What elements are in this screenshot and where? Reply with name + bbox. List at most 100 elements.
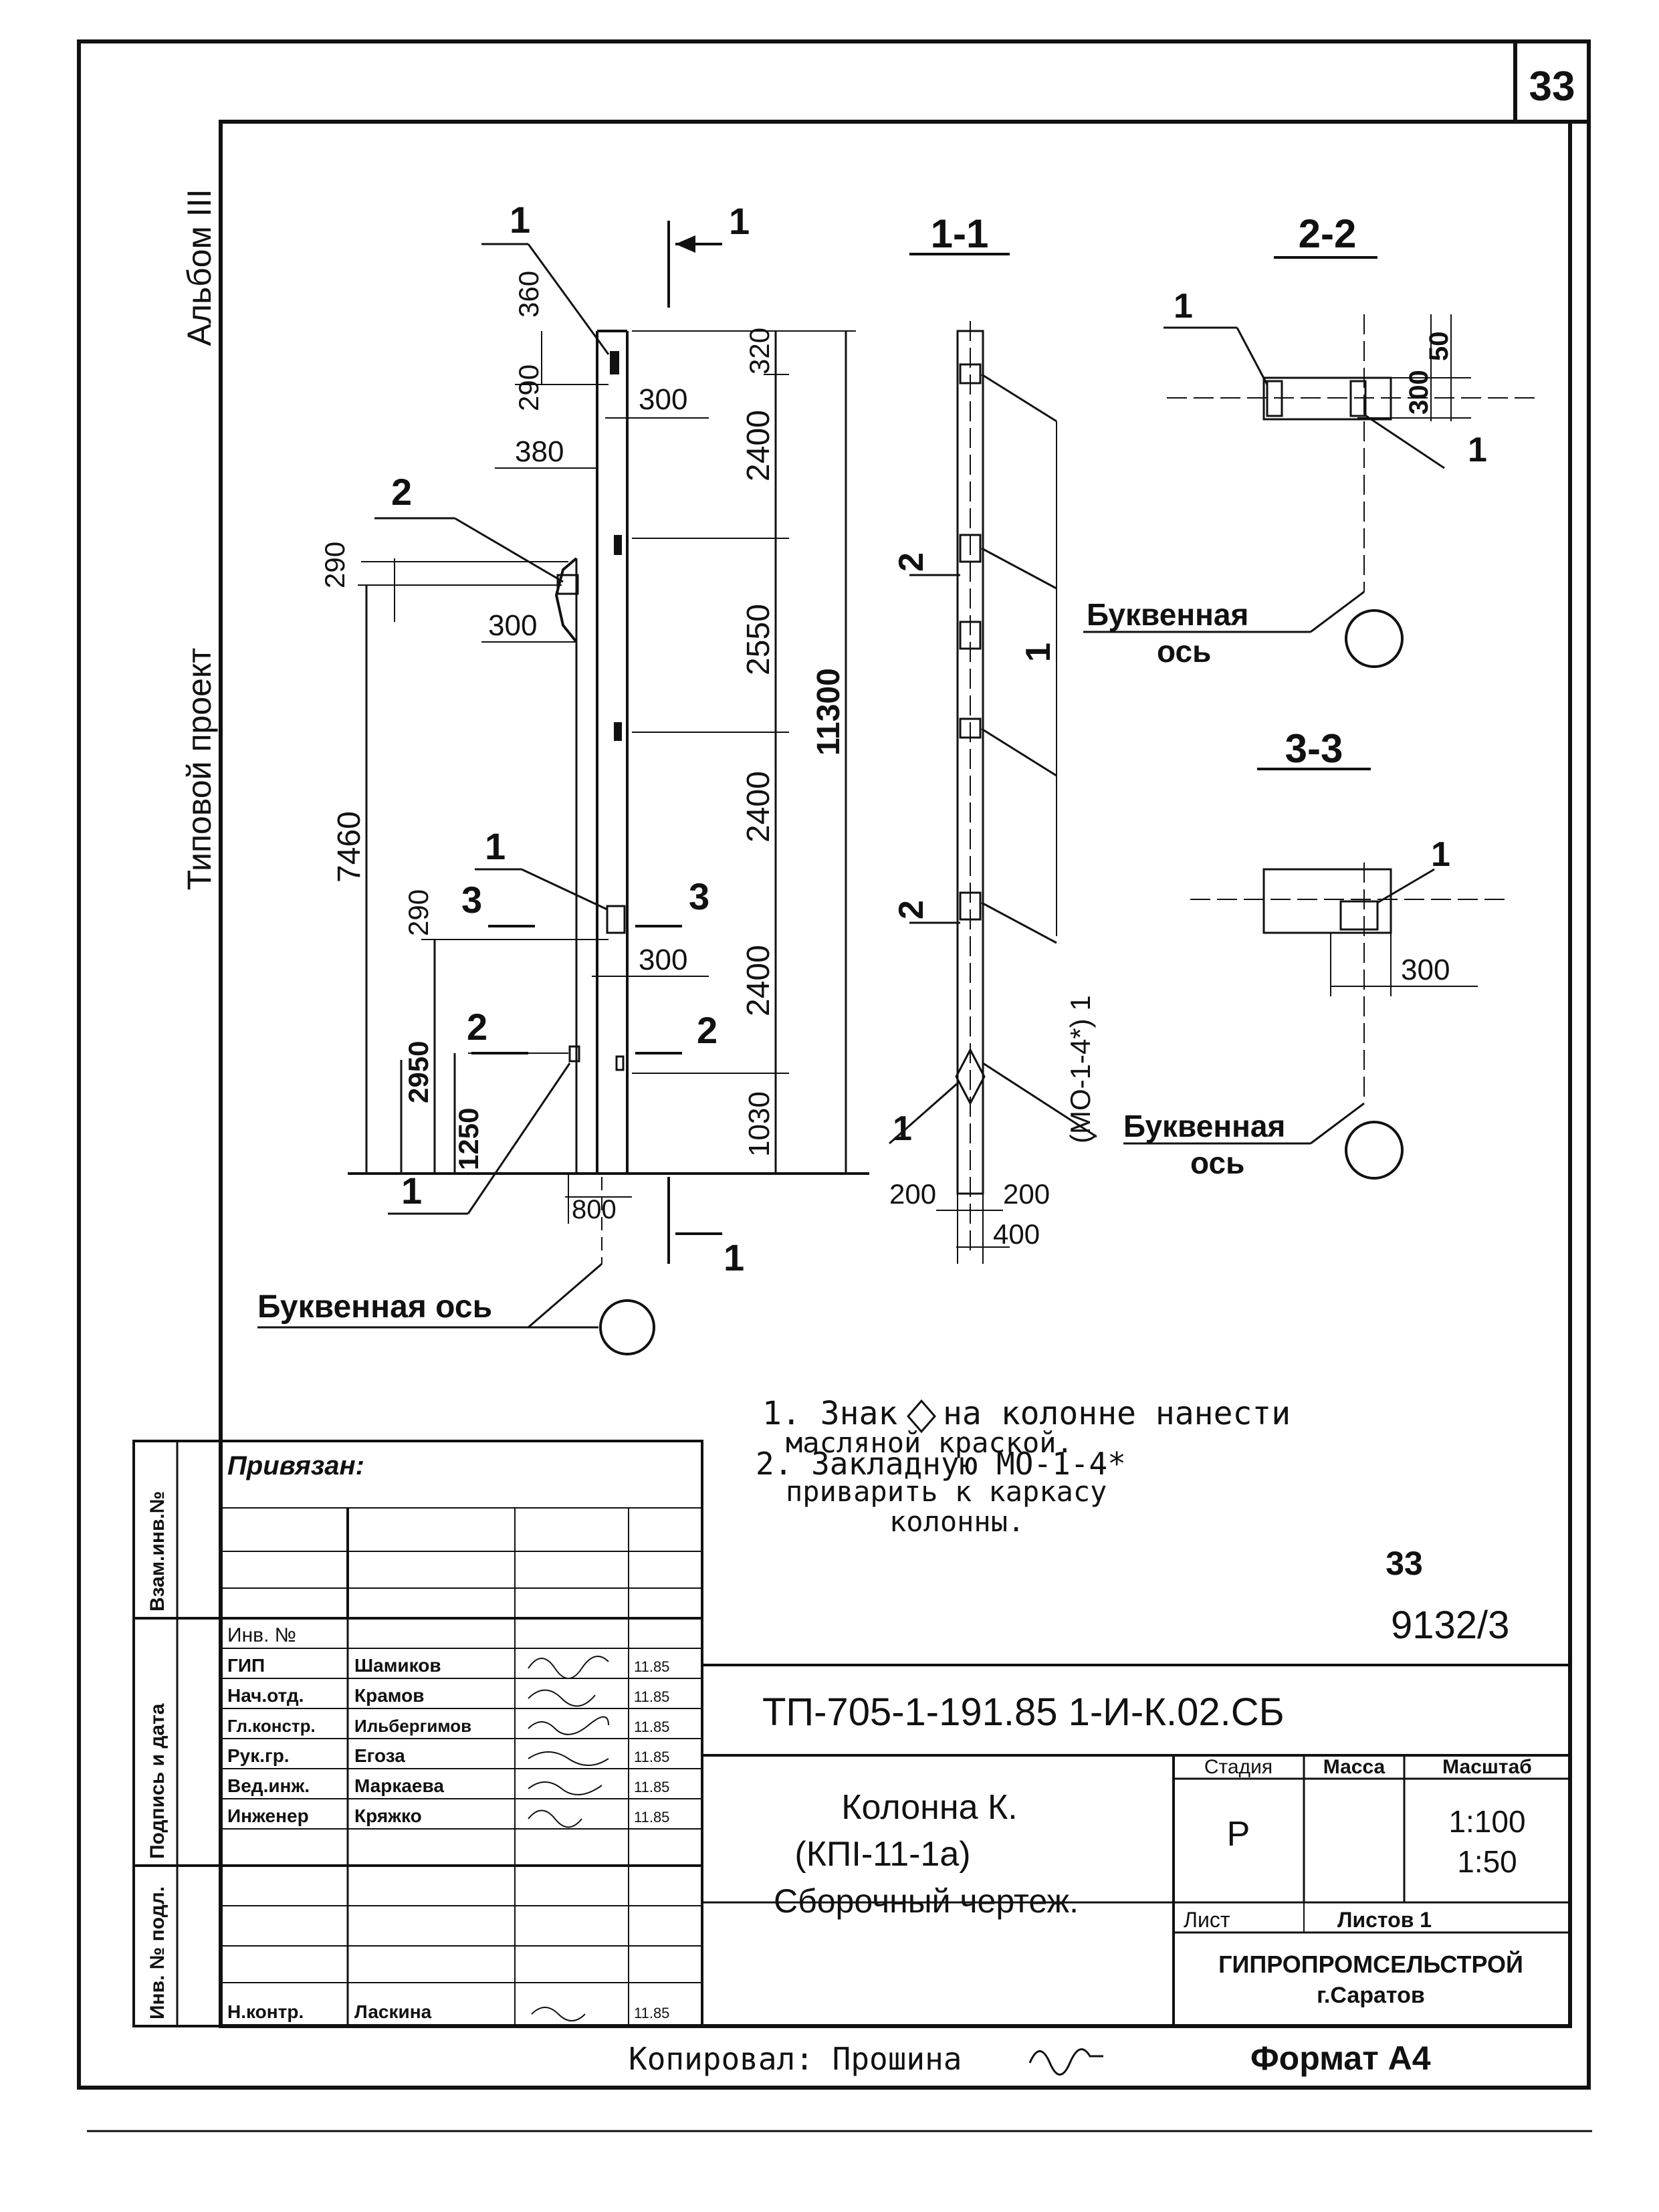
organization-name: ГИПРОПРОМСЕЛЬСТРОЙ [1218, 1950, 1523, 1978]
section-2-left: 2 [467, 1006, 487, 1048]
note-2-c: колонны. [889, 1505, 1024, 1538]
section-3-left: 3 [461, 879, 482, 921]
copier-signature [1028, 2048, 1103, 2076]
copied-by: Копировал: Прошина [629, 2041, 962, 2077]
row-name: Егоза [354, 1745, 405, 1766]
dim-290-mid: 290 [319, 542, 350, 588]
dim-11300: 11300 [811, 668, 847, 756]
project-type-label: Типовой проект [181, 648, 218, 891]
dim-200-left: 200 [889, 1178, 936, 1210]
dim-2400-c: 2400 [741, 945, 776, 1016]
dim-300-22: 300 [1404, 370, 1434, 415]
sec11-callout-1b: 1 [893, 1109, 912, 1148]
page-number: 33 [1529, 64, 1575, 110]
signatures [528, 1656, 609, 2021]
format-label: Формат А4 [1250, 2039, 1431, 2077]
album-label: Альбом III [181, 189, 218, 346]
scale-value-2: 1:50 [1457, 1844, 1517, 1879]
row-role: Вед.инж. [227, 1775, 310, 1796]
section-cut-label-bottom: 1 [724, 1236, 744, 1279]
section-2-2-title: 2-2 [1299, 211, 1357, 256]
note-1-a: 1. Знак [762, 1395, 897, 1432]
sec11-callout-2a: 2 [892, 552, 931, 572]
scale-value-1: 1:100 [1448, 1804, 1525, 1839]
row-name: Ильбергимов [354, 1716, 471, 1736]
dim-290-low: 290 [403, 889, 434, 936]
podpis-data-label: Подпись и дата [146, 1703, 169, 1859]
title-line-3: Сборочный чертеж. [774, 1882, 1079, 1920]
dim-360: 360 [513, 271, 544, 318]
note-1-b: на колонне нанести [943, 1395, 1291, 1432]
section-1-1 [889, 253, 1097, 1264]
sec11-callout-1a: 1 [1019, 643, 1058, 662]
lists-label: Листов 1 [1337, 1908, 1432, 1932]
notes-block: 1. Знак на колонне нанести масляной крас… [756, 1395, 1291, 1538]
row-date: 11.85 [634, 1658, 669, 1675]
norm-name: Ласкина [354, 2001, 432, 2022]
header-mass: Масса [1323, 1756, 1386, 1778]
dim-300-33: 300 [1401, 954, 1450, 986]
vzam-inv-label: Взам.инв.№ [146, 1491, 169, 1612]
row-role: Гл.констр. [227, 1716, 316, 1736]
row-date: 11.85 [634, 1809, 669, 1826]
section-3-right: 3 [689, 875, 709, 917]
inv-label: Инв. № [227, 1624, 296, 1646]
organization-city: г.Саратов [1317, 1983, 1425, 2008]
axis-label-22-b: ось [1157, 634, 1211, 669]
note-2-a: 2. Закладную МО-1-4* [756, 1446, 1126, 1482]
row-date: 11.85 [634, 1779, 669, 1795]
dim-400: 400 [993, 1218, 1040, 1250]
sec33-callout-1: 1 [1431, 835, 1450, 874]
sec22-callout-1a: 1 [1174, 287, 1193, 326]
page-number-box [1513, 39, 1591, 124]
dim-300-top: 300 [639, 383, 687, 416]
callout-1-low: 1 [485, 825, 506, 867]
dim-50-22: 50 [1424, 332, 1454, 362]
row-name: Шамиков [354, 1655, 441, 1676]
dim-300-low: 300 [639, 944, 687, 976]
dim-200-right: 200 [1003, 1178, 1050, 1210]
dim-300-mid: 300 [488, 609, 537, 642]
axis-label-33-a: Буквенная [1123, 1109, 1285, 1143]
stage-value: Р [1227, 1815, 1250, 1854]
note-1-c: масляной краской. [786, 1426, 1073, 1459]
dim-7460: 7460 [332, 811, 367, 883]
section-2-right: 2 [697, 1009, 717, 1051]
header-stage: Стадия [1204, 1756, 1273, 1778]
section-3-3 [1123, 768, 1505, 1180]
mark-mo: (МО-1-4*) 1 [1065, 995, 1096, 1143]
row-name: Маркаева [354, 1775, 444, 1796]
sign-mark-icon [907, 1399, 936, 1434]
dim-2550: 2550 [741, 604, 776, 675]
section-2-2 [1083, 256, 1538, 668]
axis-label-33-b: ось [1190, 1145, 1244, 1180]
header-scale: Масштаб [1442, 1756, 1532, 1778]
dim-1030: 1030 [743, 1091, 776, 1157]
signature-rows: ГИП Шамиков 11.85 Нач.отд. Крамов 11.85 … [227, 1655, 669, 2022]
sheet-number-small: 33 [1386, 1545, 1423, 1582]
order-number: 9132/3 [1391, 1603, 1509, 1647]
section-1-1-title: 1-1 [931, 211, 989, 256]
axis-label-main: Буквенная ось [257, 1289, 492, 1325]
inner-frame [219, 120, 1572, 2028]
outer-frame [77, 39, 1591, 2090]
dim-320: 320 [744, 328, 775, 374]
dim-2400-b: 2400 [741, 771, 776, 843]
callout-1-top: 1 [510, 199, 530, 241]
dim-1250: 1250 [453, 1108, 484, 1170]
sec22-callout-1b: 1 [1468, 431, 1487, 469]
row-date: 11.85 [634, 1688, 669, 1705]
dim-800: 800 [572, 1195, 617, 1224]
row-role: Нач.отд. [227, 1685, 304, 1706]
norm-date: 11.85 [634, 2005, 669, 2021]
row-role: Инженер [227, 1805, 309, 1826]
norm-role: Н.контр. [227, 2001, 304, 2022]
privyazan-label: Привязан: [227, 1451, 364, 1480]
callout-2-mid: 2 [391, 471, 412, 513]
section-3-3-title: 3-3 [1285, 726, 1343, 771]
callout-1-bottom: 1 [401, 1170, 422, 1212]
note-2-b: приварить к каркасу [786, 1475, 1107, 1508]
title-line-2: (КПI-11-1а) [794, 1835, 970, 1874]
row-date: 11.85 [634, 1749, 669, 1765]
dim-290-top: 290 [513, 364, 544, 411]
